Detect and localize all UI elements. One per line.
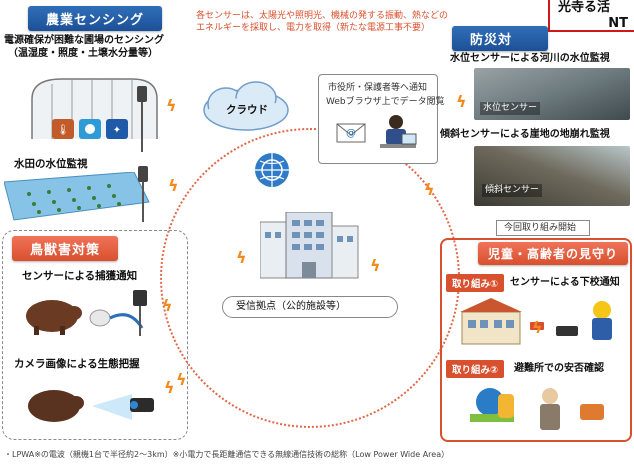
paddy-field-illustration	[4, 172, 150, 221]
lightning-icon: ϟ	[370, 256, 381, 275]
overlay-title-box: 光寺る活 NT	[548, 0, 634, 32]
kids-section-title: 児童・高齢者の見守り	[478, 242, 629, 265]
agri-greenhouse-caption-2: （温湿度・照度・土壌水分量等）	[8, 48, 158, 59]
disaster-slope-caption: 傾斜センサーによる崖地の地崩れ監視	[440, 129, 610, 140]
lightning-icon: ϟ	[176, 370, 187, 389]
lightning-icon: ϟ	[532, 318, 543, 337]
cloud-label: クラウド	[226, 104, 268, 116]
animal-section-title: 鳥獣害対策	[12, 236, 119, 261]
slope-photo	[474, 146, 630, 206]
base-label-box	[222, 296, 398, 318]
globe-icon	[255, 153, 289, 187]
agri-paddy-caption: 水田の水位監視	[14, 158, 88, 170]
boar-camera-illustration	[28, 390, 154, 422]
animal-trap-caption: センサーによる捕獲通知	[22, 270, 138, 282]
lightning-icon: ϟ	[166, 96, 177, 115]
email-icon: @	[336, 123, 366, 143]
sensor-energy-note-2: エネルギーを採取し、電力を取得（新たな電源工事不要）	[196, 23, 431, 33]
start-label-box	[496, 220, 590, 236]
public-facility-icon	[260, 212, 359, 279]
boar-trap-illustration	[26, 300, 144, 335]
lpwa-footnote: ・LPWA※の電波（親機1台で半径約2〜3km）※小電力で長距離通信できる無線通…	[4, 450, 450, 459]
agri-sensor-2-icon	[138, 166, 148, 222]
greenhouse-illustration: 🌡 ✦	[31, 78, 158, 139]
cloud-icon	[203, 81, 289, 131]
river-photo	[474, 68, 630, 120]
office-worker-icon	[380, 115, 417, 148]
initiative-1-caption: センサーによる下校通知	[510, 277, 620, 288]
slope-sensor-label: 傾斜センサー	[482, 184, 543, 197]
svg-text:@: @	[346, 128, 356, 139]
notification-box	[318, 74, 438, 164]
lightning-icon: ϟ	[168, 176, 179, 195]
lightning-icon: ϟ	[164, 378, 175, 397]
notify-line-1: 市役所・保護者等へ通知	[328, 83, 428, 93]
overlay-line-2: NT	[608, 16, 628, 31]
svg-text:✦: ✦	[113, 125, 121, 136]
notify-line-2: Webブラウザ上でデータ閲覧	[326, 97, 445, 107]
agri-sensor-1-icon	[137, 86, 147, 152]
overlay-line-1: 光寺る活	[558, 0, 611, 15]
school-illustration	[460, 298, 612, 345]
disaster-section-title: 防災対	[452, 26, 548, 51]
sensor-energy-note-1: 各センサーは、太陽光や照明光、機械の発する振動、熱などの	[196, 11, 449, 21]
lightning-icon: ϟ	[456, 92, 467, 111]
base-label: 受信拠点（公的施設等）	[236, 301, 346, 312]
animal-camera-caption: カメラ画像による生態把握	[14, 358, 140, 370]
shelter-illustration	[470, 388, 604, 430]
agri-section-title: 農業センシング	[28, 6, 163, 31]
agri-greenhouse-caption-1: 電源確保が困難な圃場のセンシング	[4, 35, 164, 46]
kids-section-box	[440, 238, 632, 442]
initiative-2-caption: 避難所での安否確認	[514, 363, 604, 374]
lightning-icon: ϟ	[236, 248, 247, 267]
start-label: 今回取り組み開始	[504, 223, 577, 233]
lightning-icon: ϟ	[424, 180, 435, 199]
initiative-2-tag: 取り組み②	[446, 360, 505, 378]
disaster-river-caption: 水位センサーによる河川の水位監視	[450, 53, 610, 64]
trap-sensor-icon	[133, 290, 147, 336]
initiative-1-tag: 取り組み①	[446, 274, 505, 292]
river-sensor-label: 水位センサー	[480, 102, 541, 115]
svg-text:🌡: 🌡	[57, 124, 70, 136]
